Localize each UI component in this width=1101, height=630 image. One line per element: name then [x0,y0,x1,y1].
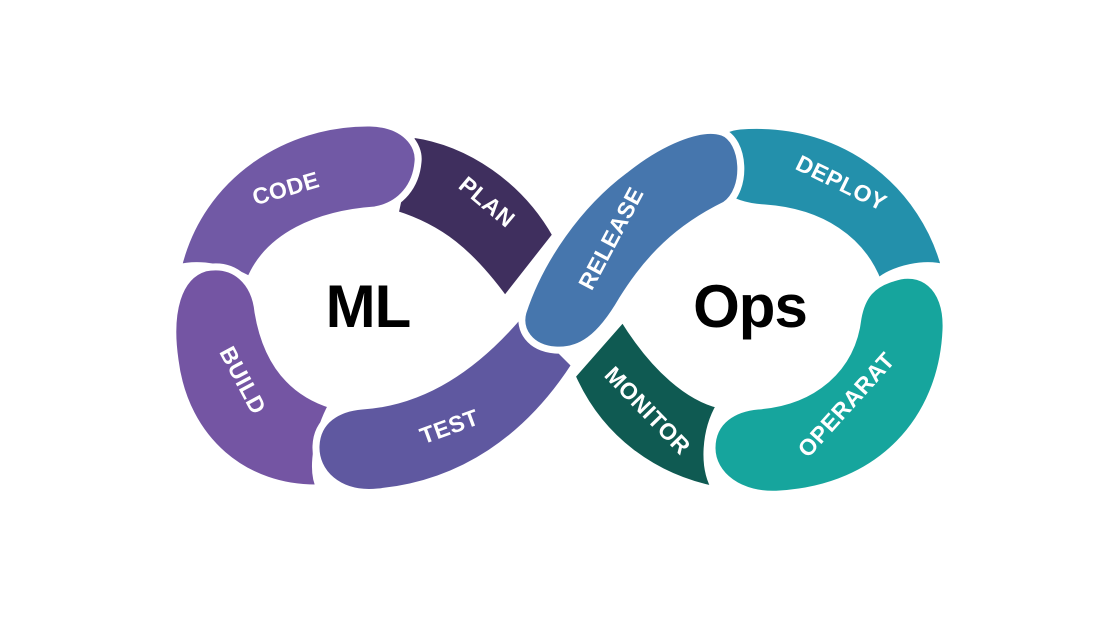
segment-operarat [708,271,950,498]
center-label-ops: Ops [693,273,807,340]
center-label-ml: ML [326,273,411,340]
segment-code [174,119,422,284]
segment-test [312,308,579,496]
segment-plan [391,130,560,304]
segment-build [169,263,336,492]
segment-release [518,126,745,354]
segment-monitor [568,314,724,494]
